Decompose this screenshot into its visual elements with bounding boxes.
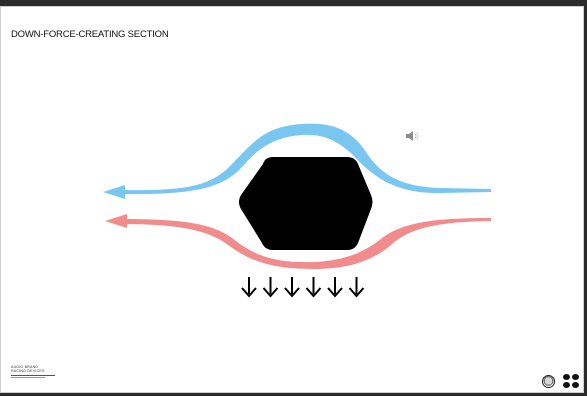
brand-logo: AUDIO BRAND RACING DEVICES [11, 365, 71, 387]
grid-dot [563, 374, 570, 380]
grid-dot [572, 374, 579, 380]
down-arrow-icon [328, 277, 342, 296]
down-arrow-icon [242, 277, 256, 296]
grid-dot [572, 382, 579, 388]
down-arrow-icon [264, 277, 278, 296]
grid-dot [563, 382, 570, 388]
upper-airflow-arrowhead [103, 185, 125, 199]
downforce-diagram [1, 7, 584, 393]
grid-dots-icon[interactable] [563, 374, 579, 388]
lower-airflow-arrowhead [105, 214, 127, 228]
body-cross-section [239, 157, 373, 250]
down-arrow-icon [285, 277, 299, 296]
logo-line-2: RACING DEVICES [11, 369, 71, 373]
downforce-arrows [242, 277, 364, 296]
record-button-icon[interactable] [542, 375, 555, 388]
down-arrow-icon [307, 277, 321, 296]
logo-underline [11, 375, 55, 376]
speaker-icon[interactable] [404, 129, 422, 143]
down-arrow-icon [350, 277, 364, 296]
slide-canvas: DOWN-FORCE-CREATING SECTION AUDIO BRAND … [0, 6, 584, 393]
logo-underline-thin [11, 377, 45, 378]
